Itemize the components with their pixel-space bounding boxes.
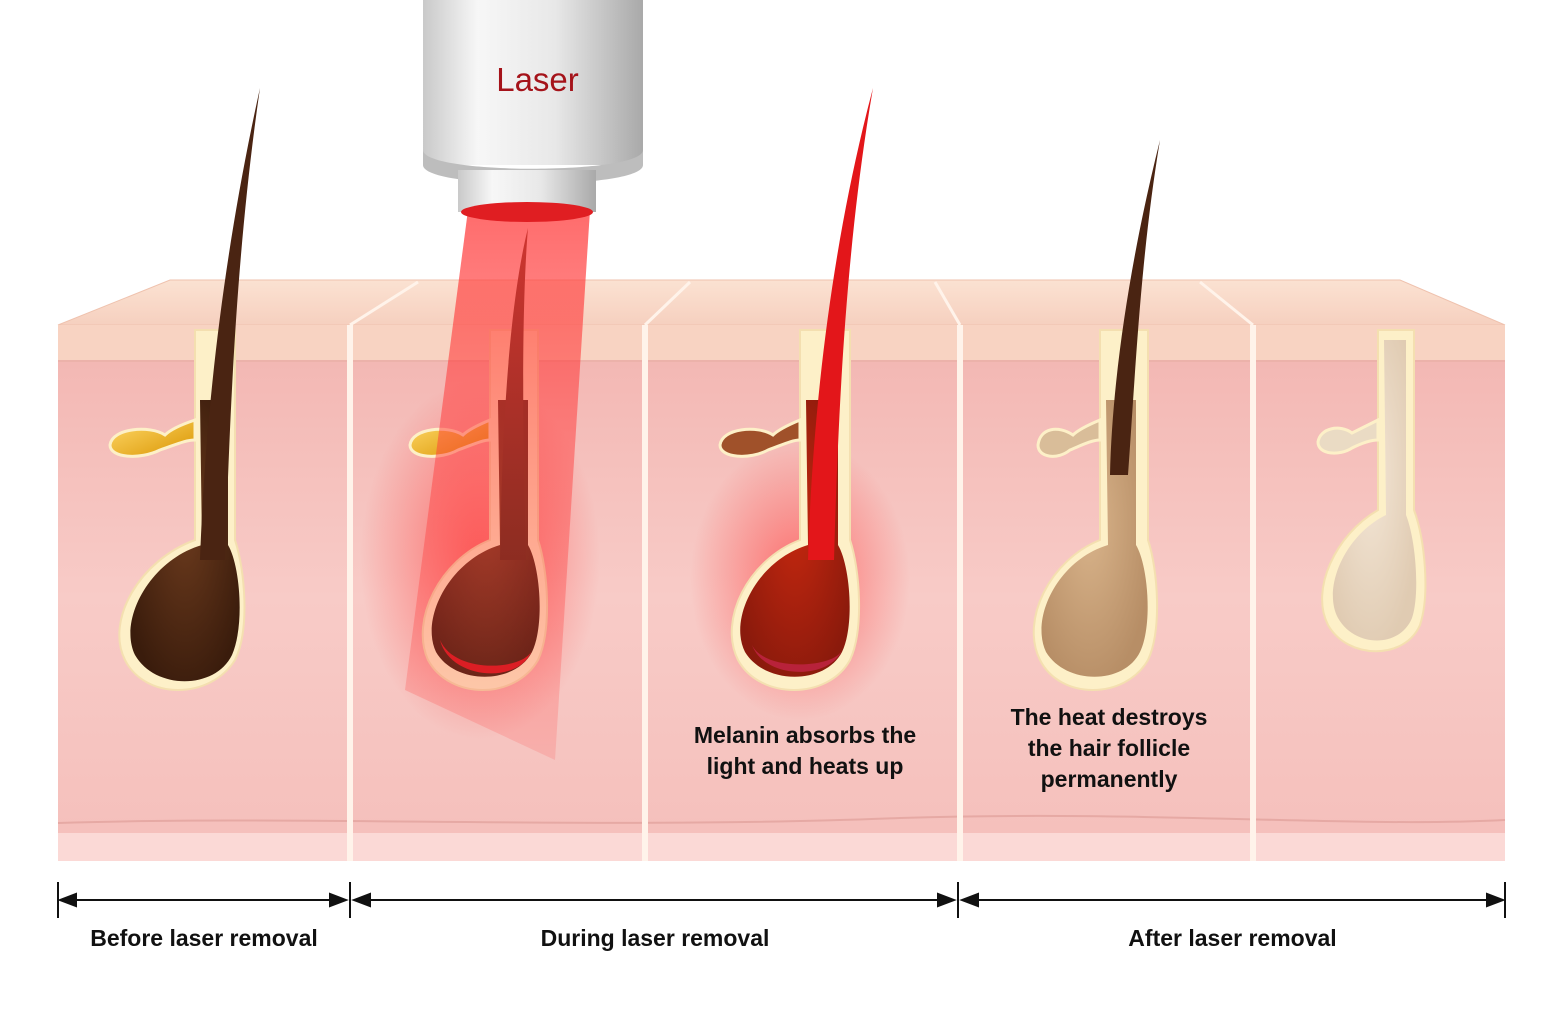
epidermis-layer: [58, 325, 1505, 361]
stage-arrows: [58, 882, 1505, 918]
annotation-line: permanently: [978, 764, 1240, 795]
melanin-annotation: Melanin absorbs the light and heats up: [660, 720, 950, 782]
skin-top-surface: [58, 280, 1505, 325]
annotation-line: Melanin absorbs the: [660, 720, 950, 751]
stage-label-after: After laser removal: [960, 922, 1505, 954]
annotation-line: The heat destroys: [978, 702, 1240, 733]
laser-emitter: [461, 202, 593, 222]
stage-label-during: During laser removal: [352, 922, 958, 954]
stage-label-before: Before laser removal: [58, 922, 350, 954]
laser-label: Laser: [470, 58, 605, 102]
heat-annotation: The heat destroys the hair follicle perm…: [978, 702, 1240, 795]
annotation-line: the hair follicle: [978, 733, 1240, 764]
hypodermis-layer: [58, 833, 1505, 861]
annotation-line: light and heats up: [660, 751, 950, 782]
